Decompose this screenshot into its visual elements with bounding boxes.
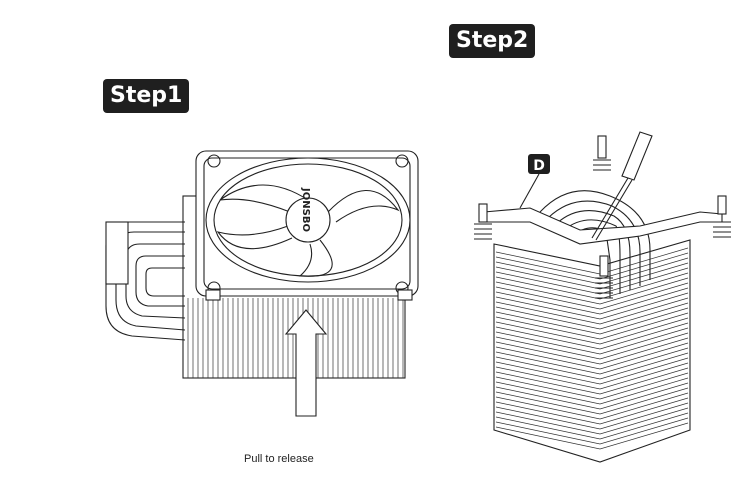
- fin-line: [495, 307, 689, 335]
- fin-line: [495, 337, 689, 365]
- svg-text:D: D: [533, 158, 545, 174]
- fin-line: [495, 422, 689, 450]
- fan-brand-label: JONSBO: [300, 187, 311, 232]
- fin-line: [495, 287, 689, 315]
- fin-line: [495, 382, 689, 410]
- fin-line: [495, 257, 689, 285]
- fin-line: [495, 367, 689, 395]
- screw-left: [474, 203, 492, 240]
- mounting-bracket: [483, 207, 723, 245]
- step2-fin-stack: [493, 239, 691, 463]
- fin-line: [495, 267, 689, 295]
- fin-line: [495, 327, 689, 355]
- pull-arrow: [284, 309, 328, 417]
- fin-line: [495, 277, 689, 305]
- fin-line: [495, 352, 689, 380]
- screw-top: [593, 135, 611, 171]
- fin-line: [495, 407, 689, 435]
- fin-line: [495, 402, 689, 430]
- pull-to-release-caption: Pull to release: [244, 453, 314, 465]
- fin-line: [495, 322, 689, 350]
- screwdriver-icon: [591, 131, 653, 241]
- fin-line: [495, 312, 689, 340]
- fin-line: [495, 347, 689, 375]
- step2-cooler-illustration: D: [474, 131, 731, 463]
- step1-cooler-illustration: JONSBO: [105, 150, 419, 417]
- screw-right: [713, 195, 731, 238]
- fin-line: [495, 342, 689, 370]
- spring-screws: [474, 135, 731, 299]
- fin-line: [495, 412, 689, 440]
- fin-line: [495, 332, 689, 360]
- fin-line: [495, 282, 689, 310]
- fin-line: [495, 272, 689, 300]
- step1-fan: JONSBO: [195, 150, 419, 301]
- fin-line: [495, 292, 689, 320]
- callout-d: D: [519, 154, 550, 209]
- fin-line: [495, 302, 689, 330]
- fin-line: [495, 252, 689, 280]
- fin-line: [495, 372, 689, 400]
- fin-line: [495, 377, 689, 405]
- step1-badge: Step1: [103, 79, 190, 113]
- fin-line: [495, 297, 689, 325]
- fin-line: [495, 397, 689, 425]
- fin-line: [495, 417, 689, 445]
- fin-line: [495, 317, 689, 345]
- step1-heatpipes: [105, 221, 186, 341]
- fin-line: [495, 387, 689, 415]
- fin-line: [495, 392, 689, 420]
- fin-line: [495, 357, 689, 385]
- fin-line: [495, 262, 689, 290]
- step2-badge: Step2: [449, 24, 536, 58]
- screw-front: [595, 255, 613, 299]
- fin-line: [495, 362, 689, 390]
